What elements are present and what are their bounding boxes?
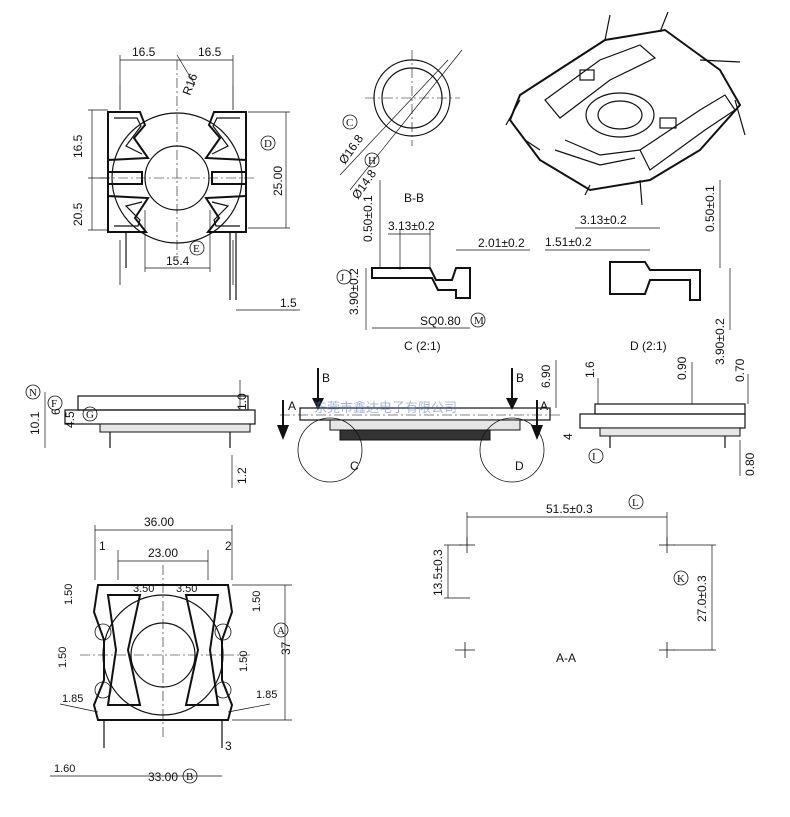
front-section-view: B B A A 6.90 C D 东莞市鑫达电子有限公司 [277,360,560,483]
dim-top-bore: 15.4 [166,254,190,268]
dim-bottom-pitch-l2: 1.50 [57,647,69,668]
hole-marks [455,537,675,658]
dim-bottom-slot-l: 3.50 [133,583,154,595]
tag-side-g: G [86,409,94,421]
label-a-right: A [540,399,548,413]
dim-c-height: 3.90±0.2 [347,268,361,315]
pin-3: 3 [225,739,232,753]
dim-top-w-left: 16.5 [132,45,156,59]
dim-right-0-70: 0.70 [733,358,747,382]
dim-top-w-right: 16.5 [198,45,222,59]
detail-c-label: C (2:1) [404,339,441,353]
tag-top-d: D [264,138,272,150]
dim-d-height: 3.90±0.2 [713,318,727,365]
dim-side-4-5: 4.5 [63,411,77,428]
circle-detail: Ø16.8 Ø14.8 C H [336,49,463,202]
dim-aa-height: 27.0±0.3 [695,575,709,622]
tag-side-f: F [51,398,57,410]
dim-c-right: 2.01±0.2 [478,236,525,250]
dim-side-1-0: 1.0 [235,393,249,410]
label-c: C [350,459,359,473]
tag-side-n: N [29,387,37,399]
dim-c-sq: SQ0.80 [420,314,461,328]
dim-bottom-pitch-r: 1.50 [251,591,263,612]
label-a-left: A [288,399,296,413]
section-aa-title: A-A [556,651,576,665]
dim-right-1-6: 1.6 [583,361,597,378]
dim-top-h-top: 16.5 [71,134,85,158]
side-left-view: 10.1 6 4.5 1.0 1.2 N F G [25,380,256,488]
dim-d-top: 0.50±0.1 [703,185,717,232]
tag-right-i: I [592,451,596,463]
dim-right-4: 4 [561,433,575,440]
dim-bottom-pitch-r2: 1.50 [238,651,250,672]
dim-right-0-80: 0.80 [743,452,757,476]
tag-aa-k: K [677,573,685,585]
dim-front-height: 6.90 [539,364,553,388]
dim-bottom-slot-r: 3.50 [176,583,197,595]
dim-bottom-chamfer-r: 1.85 [256,689,277,701]
dim-c-top: 0.50±0.1 [361,195,375,242]
dim-bottom-width-outer: 36.00 [144,515,174,529]
dim-top-h-bottom: 20.5 [71,202,85,226]
dim-bottom-chamfer-l: 1.85 [62,693,83,705]
dim-d-left: 1.51±0.2 [545,235,592,249]
isometric-view [505,11,746,206]
dim-aa-offset: 13.5±0.3 [431,549,445,596]
tag-bottom-b: B [186,771,193,783]
label-b-right: B [516,371,524,385]
pin-2: 2 [225,539,232,553]
tag-c-j: J [340,272,345,284]
dim-right-0-90: 0.90 [675,356,689,380]
section-aa: 51.5±0.3 L 13.5±0.3 27.0±0.3 K A-A [431,494,716,665]
tag-c-m: M [474,315,484,327]
section-bb: B-B 0.50±0.1 3.13±0.2 2.01±0.2 3.90±0.2 … [336,180,731,365]
pin-1: 1 [99,539,106,553]
label-b-left: B [322,371,330,385]
side-right-view: 1.6 0.90 0.70 4 0.80 I [561,356,757,476]
watermark: 东莞市鑫达电子有限公司 [314,400,457,415]
dim-dia-outer: Ø16.8 [336,132,366,167]
tag-bottom-a: A [277,625,285,637]
top-view: 16.5 16.5 R16 16.5 20.5 25.00 D 15.4 E 1… [71,45,300,311]
bottom-view: 36.00 23.00 1 2 3 3.50 3.50 1.50 1.50 1.… [50,515,293,784]
tag-circle-h: H [368,155,376,167]
dim-bottom-width-pins: 33.00 [148,770,178,784]
dim-top-h-total: 25.00 [271,166,285,196]
dim-side-6: 6 [49,408,63,415]
dim-bottom-pitch-l: 1.50 [63,584,75,605]
dim-aa-width: 51.5±0.3 [546,502,593,516]
dim-top-radius: R16 [180,71,201,97]
dim-top-pin-offset: 1.5 [280,296,297,310]
label-d: D [515,459,524,473]
dim-bottom-height: 37 [279,641,293,655]
detail-d-label: D (2:1) [630,339,667,353]
dim-bottom-width-inner: 23.00 [148,546,178,560]
section-bb-title: B-B [404,191,424,205]
dim-bottom-pin-w: 1.60 [54,763,75,775]
tag-top-e: E [193,243,200,255]
dim-side-1-2: 1.2 [235,467,249,484]
dim-c-width: 3.13±0.2 [388,219,435,233]
tag-aa-l: L [632,497,639,509]
dim-side-total: 10.1 [28,411,42,435]
dim-d-width: 3.13±0.2 [580,213,627,227]
tag-circle-c: C [346,117,353,129]
